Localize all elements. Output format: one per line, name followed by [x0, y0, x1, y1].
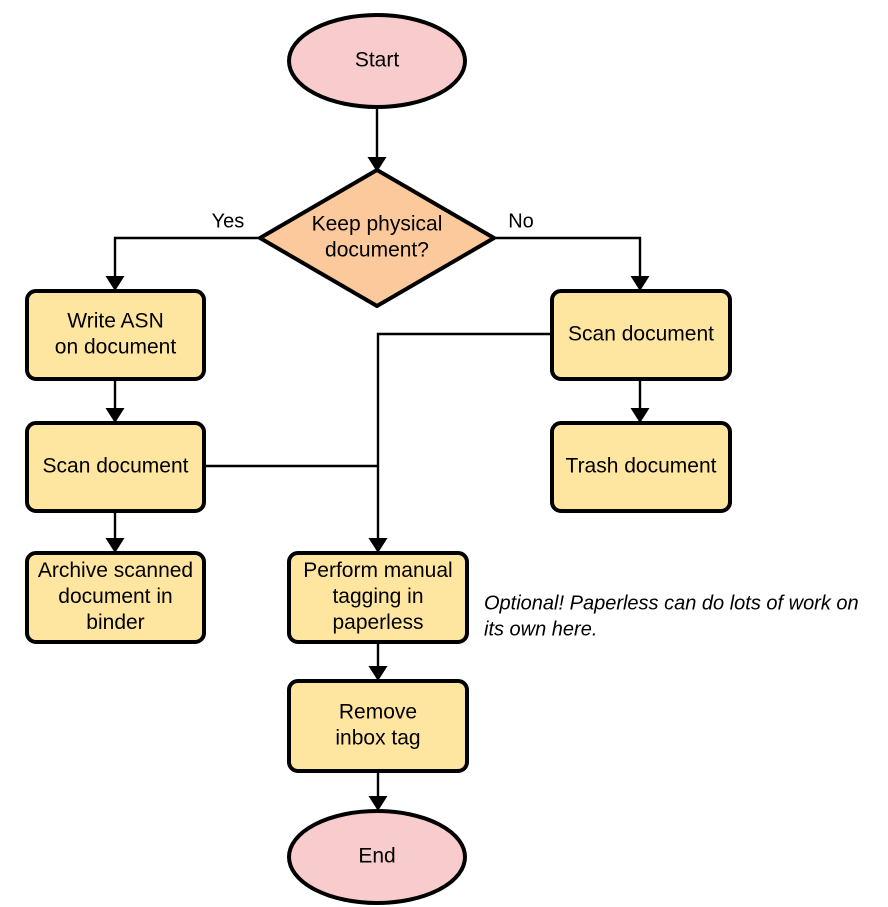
node-label-remove-inbox-tag: Remove	[339, 701, 417, 724]
node-label-write-asn: Write ASN	[67, 310, 163, 333]
node-label-scan-document-left: Scan document	[43, 455, 189, 478]
node-label-manual-tagging: Perform manual	[303, 559, 452, 582]
node-manual-tagging[interactable]: Perform manual tagging in paperless	[287, 551, 469, 644]
node-label-manual-tagging: tagging in	[332, 585, 423, 608]
node-shape-rect[interactable]	[287, 679, 469, 773]
edge-arrowhead	[368, 796, 388, 811]
node-remove-inbox-tag[interactable]: Remove inbox tag	[287, 679, 469, 773]
node-start[interactable]: Start	[287, 13, 467, 109]
edge-scan-left-to-archive	[105, 511, 125, 553]
node-label-archive-binder: binder	[86, 611, 144, 634]
edge-arrowhead	[630, 276, 650, 291]
node-label-scan-document-right: Scan document	[568, 323, 714, 346]
node-keep-physical[interactable]: Keep physical document?	[258, 168, 496, 308]
annotation-layer: Optional! Paperless can do lots of work …	[484, 592, 859, 640]
node-scan-document-right[interactable]: Scan document	[550, 289, 732, 381]
node-label-trash-document: Trash document	[566, 455, 717, 478]
node-shape-rect[interactable]	[25, 289, 206, 381]
edge-path	[113, 236, 260, 284]
edge-arrowhead	[105, 538, 125, 553]
edge-layer: Yes No	[105, 107, 650, 811]
node-shape-ellipse[interactable]	[287, 809, 467, 905]
edge-arrowhead	[630, 408, 650, 423]
node-shape-rect[interactable]	[25, 551, 206, 644]
node-label-archive-binder: Archive scanned	[38, 559, 193, 582]
edge-arrowhead	[368, 666, 388, 681]
edge-start-to-decision	[367, 107, 387, 172]
node-write-asn[interactable]: Write ASN on document	[25, 289, 206, 381]
node-archive-binder[interactable]: Archive scanned document in binder	[25, 551, 206, 644]
edge-label-decision-no-to-scan-right: No	[508, 210, 534, 232]
edge-arrowhead	[105, 408, 125, 423]
edge-scan-right-to-trash	[630, 379, 650, 423]
node-trash-document[interactable]: Trash document	[550, 421, 732, 513]
node-scan-document-left[interactable]: Scan document	[25, 421, 206, 513]
node-label-keep-physical: document?	[325, 239, 429, 262]
node-shape-rect[interactable]	[287, 551, 469, 644]
edge-write-asn-to-scan-left	[105, 379, 125, 423]
node-label-manual-tagging: paperless	[332, 611, 423, 634]
node-shape-rect[interactable]	[550, 421, 732, 513]
node-shape-rect[interactable]	[550, 289, 732, 381]
node-shape-diamond[interactable]	[258, 168, 496, 308]
node-shape-ellipse[interactable]	[287, 13, 467, 109]
edge-manual-tagging-to-remove-inbox-tag	[368, 642, 388, 681]
edge-scan-right-to-manual-tagging	[368, 332, 552, 553]
edge-arrowhead	[368, 538, 388, 553]
node-end[interactable]: End	[287, 809, 467, 905]
edge-path	[376, 332, 552, 546]
edge-decision-yes-to-write-asn: Yes	[105, 210, 260, 291]
annotation-optional-note: Optional! Paperless can do lots of work …	[484, 592, 859, 640]
annotation-line: its own here.	[484, 618, 597, 640]
edge-arrowhead	[105, 276, 125, 291]
node-shape-rect[interactable]	[25, 421, 206, 513]
node-label-remove-inbox-tag: inbox tag	[335, 727, 420, 750]
node-label-archive-binder: document in	[58, 585, 172, 608]
edge-label-decision-yes-to-write-asn: Yes	[212, 210, 245, 232]
edge-arrowhead	[367, 157, 387, 172]
node-label-keep-physical: Keep physical	[312, 213, 443, 236]
edge-path	[494, 236, 642, 284]
edge-remove-inbox-tag-to-end	[368, 771, 388, 811]
annotation-line: Optional! Paperless can do lots of work …	[484, 592, 859, 614]
node-label-end: End	[358, 845, 395, 868]
node-label-write-asn: on document	[55, 336, 177, 359]
edge-decision-no-to-scan-right: No	[494, 210, 650, 291]
node-label-start: Start	[355, 49, 400, 72]
